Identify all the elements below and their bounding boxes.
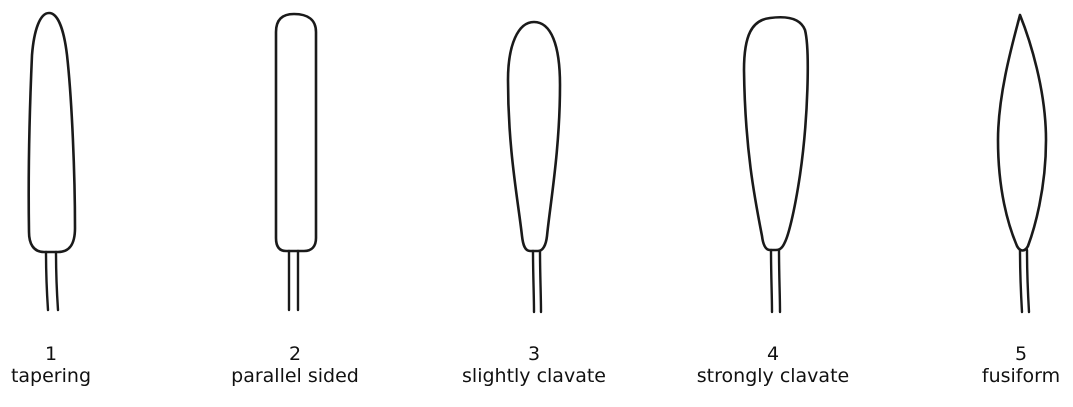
shape-name-strongly-clavate: strongly clavate <box>683 365 863 387</box>
shape-tapering-outline <box>29 13 75 252</box>
shape-strongly-clavate-outline <box>744 17 808 250</box>
shape-number-5: 5 <box>931 343 1073 365</box>
label-shape-2: 2 parallel sided <box>205 343 385 387</box>
shape-parallel-sided <box>276 14 316 310</box>
stalk-fusiform-right <box>1027 250 1029 312</box>
shape-parallel-sided-outline <box>276 14 316 251</box>
shape-tapering <box>29 13 75 310</box>
shape-fusiform-outline <box>998 15 1046 251</box>
shape-number-4: 4 <box>683 343 863 365</box>
shape-number-3: 3 <box>444 343 624 365</box>
shape-strongly-clavate <box>744 17 808 312</box>
shape-slightly-clavate-outline <box>508 22 560 251</box>
stalk-slightly-clavate-left <box>533 251 534 312</box>
stalk-tapering-right <box>56 252 58 310</box>
stalk-tapering-left <box>46 252 48 310</box>
stalk-fusiform-left <box>1020 250 1022 312</box>
shape-name-slightly-clavate: slightly clavate <box>444 365 624 387</box>
shape-name-tapering: tapering <box>0 365 141 387</box>
stalk-strongly-clavate-left <box>771 250 772 312</box>
shape-name-parallel-sided: parallel sided <box>205 365 385 387</box>
shape-number-2: 2 <box>205 343 385 365</box>
shape-name-fusiform: fusiform <box>931 365 1073 387</box>
shape-slightly-clavate <box>508 22 560 312</box>
label-shape-3: 3 slightly clavate <box>444 343 624 387</box>
label-shape-1: 1 tapering <box>0 343 141 387</box>
shape-fusiform <box>998 15 1046 312</box>
label-shape-4: 4 strongly clavate <box>683 343 863 387</box>
shape-number-1: 1 <box>0 343 141 365</box>
label-shape-5: 5 fusiform <box>931 343 1073 387</box>
stalk-slightly-clavate-right <box>540 251 541 312</box>
stalk-strongly-clavate-right <box>779 250 780 312</box>
